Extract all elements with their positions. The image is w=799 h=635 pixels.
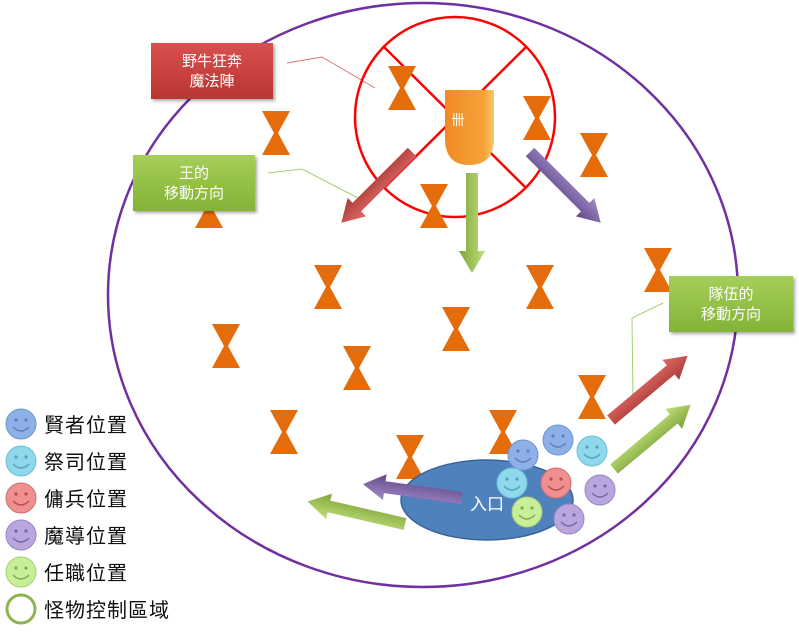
king-arrow-southwest: [332, 142, 422, 232]
monster-hourglass: [262, 111, 290, 155]
smiley-mage: [553, 503, 585, 535]
smiley-icon: [5, 445, 37, 476]
legend-label: 傭兵位置: [44, 487, 128, 511]
boss-marker-label: 卌: [451, 113, 465, 129]
monster-hourglass: [578, 375, 606, 419]
smiley-sage: [507, 439, 539, 471]
smiley-icon: [5, 408, 37, 439]
smiley-sage: [542, 424, 574, 456]
smiley-priest: [496, 467, 528, 499]
monster-hourglass: [388, 66, 416, 110]
callout-magic-circle: 野牛狂奔 魔法陣: [151, 43, 273, 99]
smiley-icon: [5, 519, 37, 550]
boss-shield-icon: [445, 90, 494, 165]
monster-hourglass: [314, 265, 342, 309]
callout-connector-king: [267, 168, 359, 199]
monster-hourglass: [396, 435, 424, 479]
legend-label: 怪物控制區域: [44, 598, 170, 622]
smiley-priest: [576, 435, 608, 467]
smiley-mage: [584, 474, 616, 506]
monster-hourglass: [523, 96, 551, 140]
monster-hourglass: [270, 410, 298, 454]
callout-king-direction-line1: 王的: [178, 164, 209, 182]
ring-icon: [5, 593, 37, 624]
callout-connector-magic: [286, 56, 376, 89]
entrance-label: 入口: [470, 495, 504, 515]
legend-item-sage: 賢者位置: [4, 405, 170, 442]
party-members: [496, 424, 616, 535]
legend: 賢者位置 祭司位置 傭兵位置 魔導位置 任職位置 怪物控制區域: [4, 405, 170, 627]
monsters: [195, 66, 672, 479]
legend-item-mercenary: 傭兵位置: [4, 479, 170, 516]
legend-label: 任職位置: [44, 561, 128, 585]
callout-king-direction-line2: 移動方向: [163, 184, 224, 202]
legend-item-priest: 祭司位置: [4, 442, 170, 479]
legend-item-jobholder: 任職位置: [4, 553, 170, 590]
monster-hourglass: [526, 265, 554, 309]
exit-arrow-green: [304, 488, 408, 537]
smiley-icon: [5, 482, 37, 513]
monster-hourglass: [343, 346, 371, 390]
legend-item-mage: 魔導位置: [4, 516, 170, 553]
monster-hourglass: [580, 133, 608, 177]
monster-hourglass: [442, 307, 470, 351]
callout-party-direction: 隊伍的 移動方向: [669, 276, 793, 332]
smiley-jobholder: [511, 496, 543, 528]
monster-hourglass: [644, 248, 672, 292]
monster-hourglass: [420, 184, 448, 228]
legend-item-monster-area: 怪物控制區域: [4, 590, 170, 627]
legend-label: 祭司位置: [44, 450, 128, 474]
legend-label: 賢者位置: [44, 413, 128, 437]
callout-king-direction: 王的 移動方向: [133, 155, 255, 211]
monster-hourglass: [212, 324, 240, 368]
callout-connector-party: [631, 302, 664, 401]
callout-party-direction-line2: 移動方向: [700, 305, 761, 323]
callout-party-direction-line1: 隊伍的: [708, 285, 754, 303]
king-arrow-south: [459, 173, 485, 273]
callout-magic-circle-line2: 魔法陣: [189, 72, 235, 90]
smiley-mercenary: [540, 467, 572, 499]
callout-magic-circle-line1: 野牛狂奔: [181, 52, 242, 70]
smiley-icon: [5, 556, 37, 587]
legend-label: 魔導位置: [44, 524, 128, 548]
